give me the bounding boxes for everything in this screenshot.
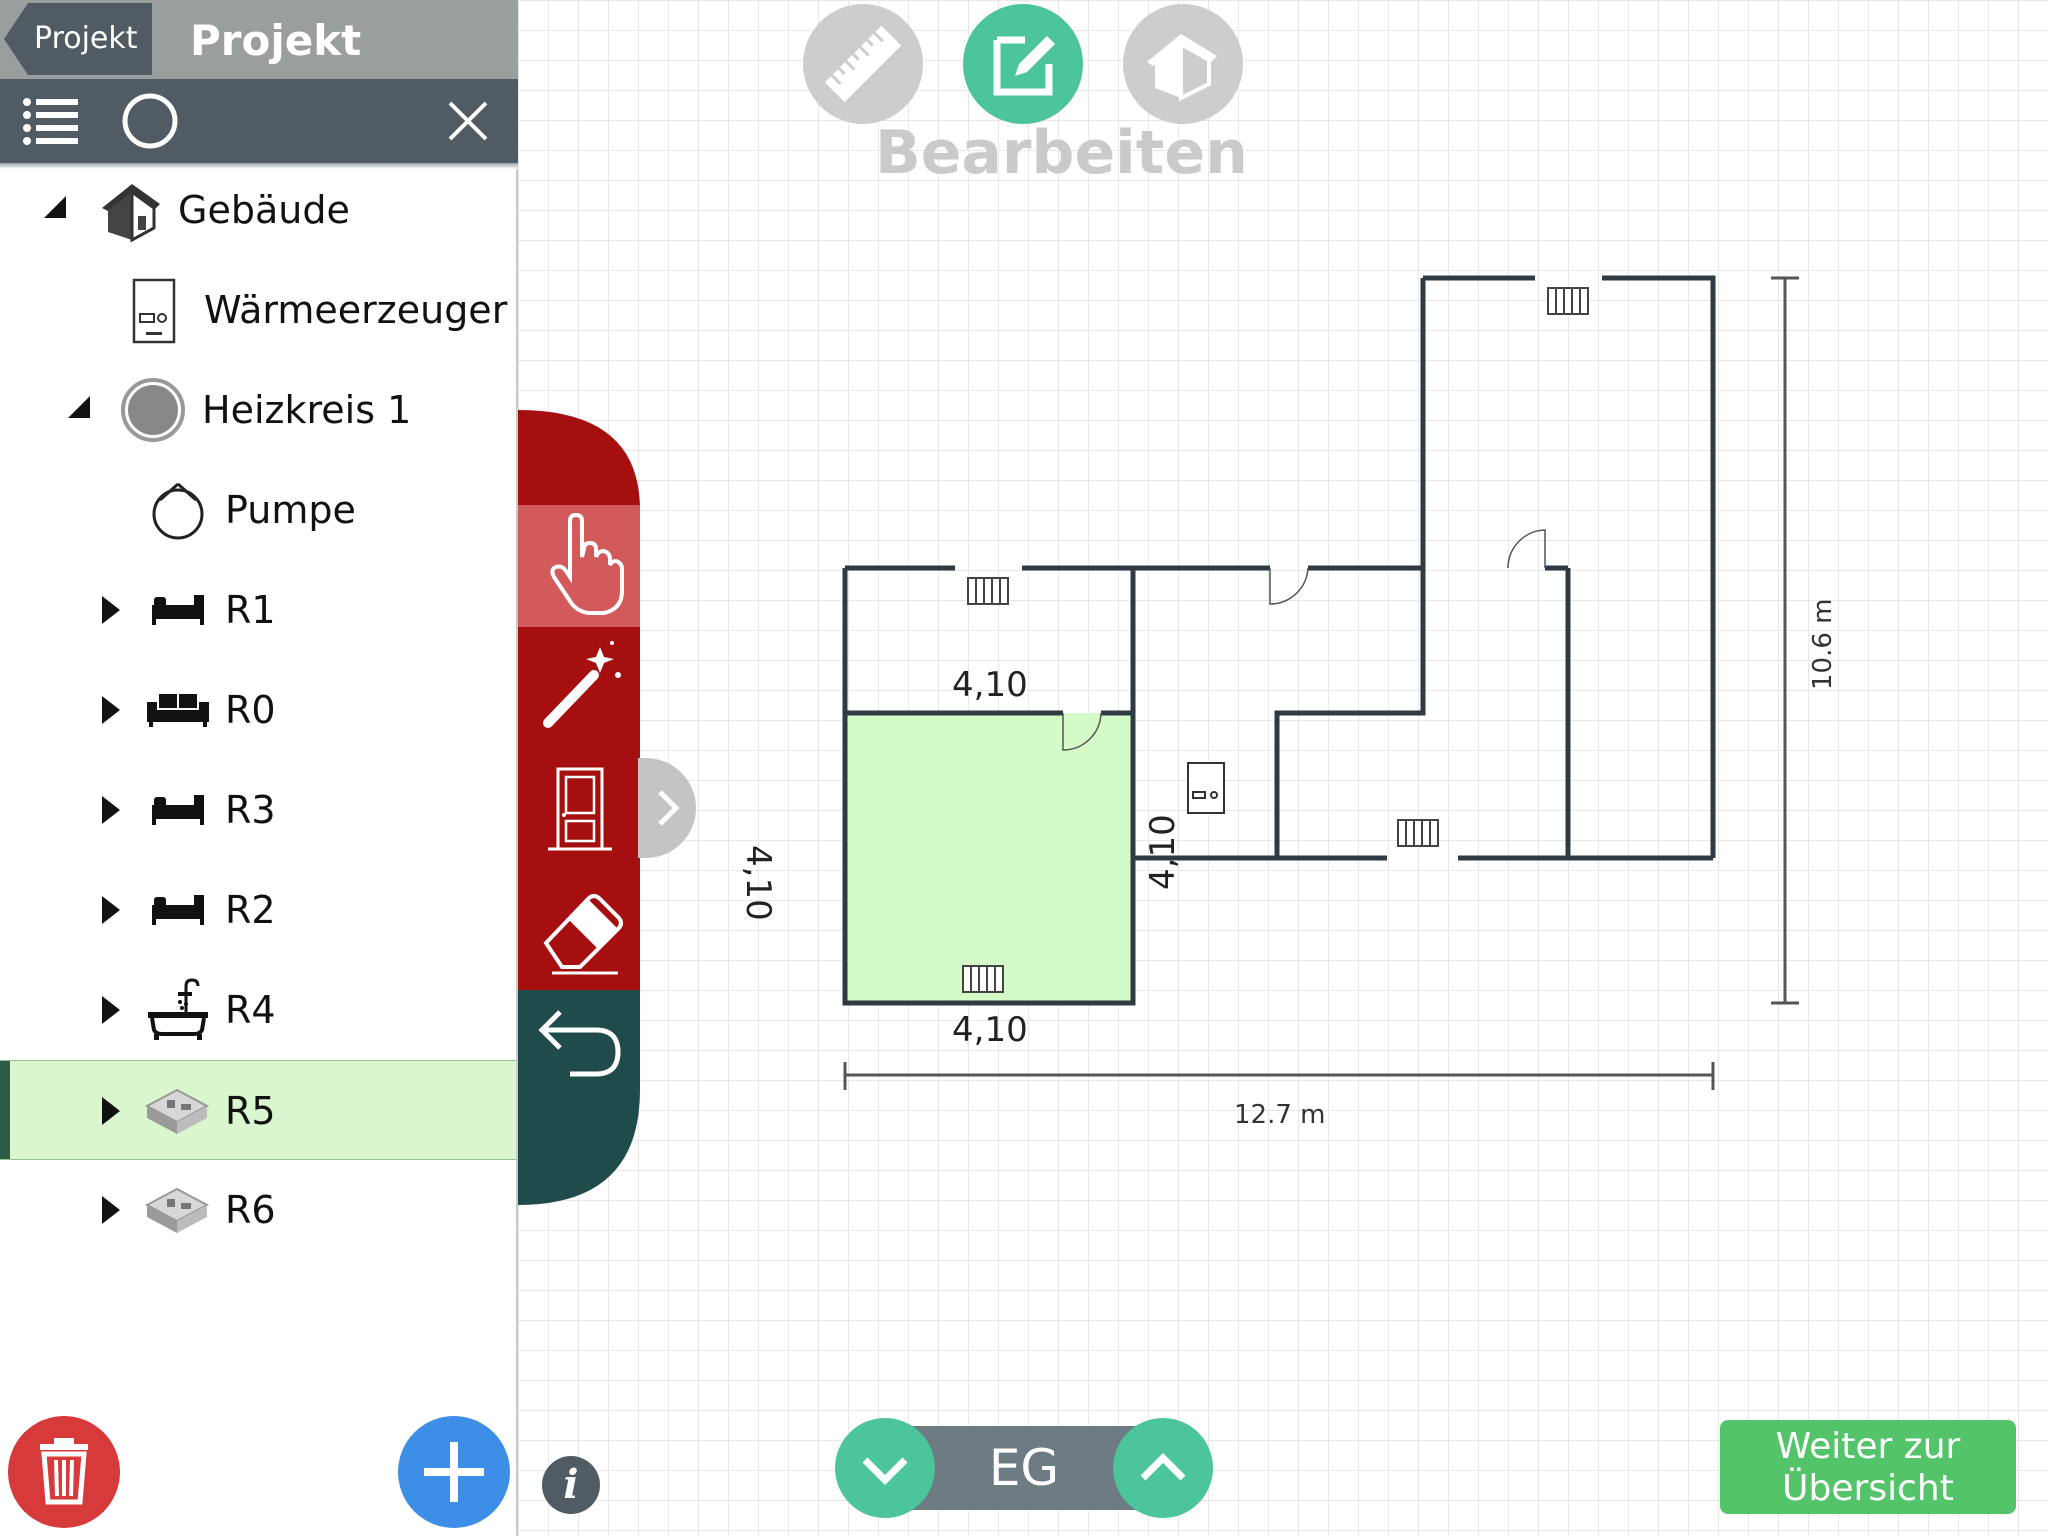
overall-height-label: 10.6 m: [1808, 598, 1838, 690]
floor-label: EG: [988, 1439, 1060, 1497]
edit-icon: [993, 36, 1055, 96]
bed-icon: [152, 595, 204, 625]
tool-door-button[interactable]: [518, 755, 640, 865]
tree-item-label: R6: [225, 1188, 276, 1232]
tree-item-r6[interactable]: R6: [0, 1160, 516, 1260]
tree-item-r4[interactable]: R4: [0, 960, 516, 1060]
add-button[interactable]: [398, 1416, 510, 1528]
sidebar: Projekt Projekt Müller Gebäude: [0, 0, 518, 1536]
pump-icon: [152, 482, 204, 540]
mode-edit-button[interactable]: [963, 4, 1083, 124]
overall-width-label: 12.7 m: [1234, 1100, 1326, 1130]
tool-magic-wand-button[interactable]: [518, 635, 640, 745]
tree-item-label: Pumpe: [225, 488, 356, 532]
tree-item-label: R5: [225, 1089, 276, 1133]
tree-toggle-collapsed-icon[interactable]: [100, 1195, 122, 1225]
tree-item-r0[interactable]: R0: [0, 660, 516, 760]
tree-toggle-expanded-icon[interactable]: [42, 194, 68, 220]
circle-icon[interactable]: [120, 91, 180, 151]
info-button[interactable]: i: [542, 1456, 600, 1514]
ruler-icon: [824, 25, 902, 103]
info-icon: i: [563, 1461, 579, 1508]
tool-eraser-button[interactable]: [518, 875, 640, 985]
bed-icon: [152, 895, 204, 925]
eraser-icon: [543, 894, 623, 975]
palette-expand-button[interactable]: [638, 758, 696, 858]
tree-item-pumpe[interactable]: Pumpe: [0, 460, 516, 560]
chevron-up-icon: [1140, 1453, 1186, 1481]
list-icon[interactable]: [22, 96, 82, 146]
dimension-label-bottom: 4,10: [952, 1010, 1028, 1050]
selected-room-fill[interactable]: [845, 713, 1133, 1003]
tree-item-heizkreis-1[interactable]: Heizkreis 1: [0, 360, 516, 460]
room-3d-icon: [145, 1088, 209, 1134]
trash-icon: [40, 1438, 88, 1505]
tree-item-label: Heizkreis 1: [202, 388, 412, 432]
tree-item-r1[interactable]: R1: [0, 560, 516, 660]
back-button-label: Projekt: [34, 21, 138, 56]
tree-item-label: R0: [225, 688, 276, 732]
floor-bar: [895, 1426, 1155, 1510]
sofa-icon: [147, 694, 209, 727]
undo-icon: [538, 1010, 621, 1077]
chevron-right-icon: [658, 790, 680, 826]
bathtub-icon: [148, 978, 208, 1040]
close-icon[interactable]: [446, 99, 490, 143]
door-icon: [548, 767, 612, 851]
tree-toggle-collapsed-icon[interactable]: [100, 695, 122, 725]
plus-icon: [424, 1442, 484, 1502]
tree-item-r2[interactable]: R2: [0, 860, 516, 960]
tree-item-label: Wärmeerzeuger: [204, 288, 508, 332]
chevron-down-icon: [862, 1457, 908, 1485]
back-arrow-shape: [4, 3, 152, 75]
building-icon: [102, 184, 160, 242]
tree-item-gebaeude[interactable]: Gebäude: [0, 160, 516, 260]
continue-label-line2: Übersicht: [1782, 1468, 1954, 1509]
tree-item-r3[interactable]: R3: [0, 760, 516, 860]
delete-button[interactable]: [8, 1416, 120, 1528]
floor-down-button[interactable]: [835, 1418, 935, 1518]
floor-navigator: EG: [835, 1418, 1213, 1518]
tree-toggle-expanded-icon[interactable]: [66, 394, 92, 420]
magic-wand-icon: [543, 641, 621, 728]
tool-undo-button[interactable]: [518, 990, 640, 1100]
sidebar-toolbar: [0, 79, 518, 163]
mode-building-button[interactable]: [1123, 4, 1243, 124]
dimension-label-top: 4,10: [952, 665, 1028, 705]
floor-plan-canvas[interactable]: [518, 0, 2048, 1536]
tree-item-r5[interactable]: R5: [0, 1060, 516, 1160]
boiler-icon: [132, 278, 176, 344]
tree-toggle-collapsed-icon[interactable]: [100, 795, 122, 825]
tree-item-label: R1: [225, 588, 276, 632]
dimension-label-left: 4,10: [738, 845, 778, 921]
tree-toggle-collapsed-icon[interactable]: [100, 895, 122, 925]
bed-icon: [152, 795, 204, 825]
room-3d-icon: [145, 1187, 209, 1233]
floor-up-button[interactable]: [1113, 1418, 1213, 1518]
back-button[interactable]: Projekt: [4, 3, 152, 75]
tree-toggle-collapsed-icon[interactable]: [100, 1096, 122, 1126]
tree-toggle-collapsed-icon[interactable]: [100, 595, 122, 625]
tree-item-label: R2: [225, 888, 276, 932]
house-icon: [1147, 34, 1217, 102]
tree-item-label: R3: [225, 788, 276, 832]
tree-item-label: Gebäude: [178, 188, 350, 232]
tool-select-button[interactable]: [518, 505, 640, 627]
tree-item-waermeerzeuger[interactable]: Wärmeerzeuger: [0, 260, 516, 360]
hand-pointer-icon: [550, 512, 624, 615]
continue-label-line1: Weiter zur: [1775, 1426, 1961, 1467]
continue-to-overview-button[interactable]: Weiter zur Übersicht: [1720, 1420, 2016, 1514]
tree-toggle-collapsed-icon[interactable]: [100, 995, 122, 1025]
dimension-label-right: 4,10: [1143, 814, 1183, 890]
project-header: Projekt Projekt Müller: [0, 0, 518, 147]
toolbar-shadow: [0, 163, 518, 169]
mode-measure-button[interactable]: [803, 4, 923, 124]
tree-item-label: R4: [225, 988, 276, 1032]
heating-circuit-icon: [121, 378, 185, 442]
